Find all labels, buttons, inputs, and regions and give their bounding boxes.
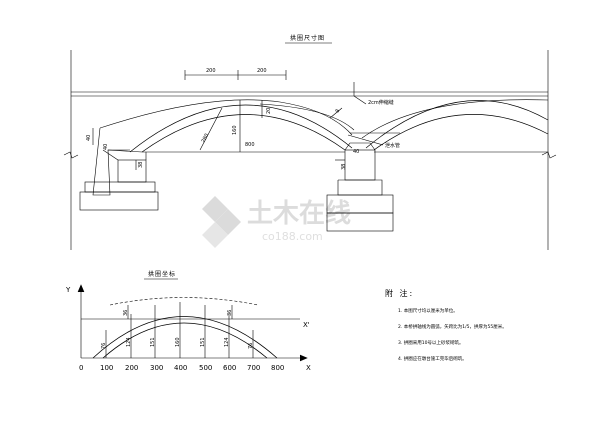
- dim-ring: 20: [266, 108, 272, 114]
- coordinate-title: 拱圈坐标: [148, 270, 176, 278]
- dim-span: 800: [245, 142, 255, 148]
- ordinate-value-4: 160: [175, 337, 181, 347]
- dim-right-38: 38: [341, 164, 347, 170]
- watermark-sub: co188.com: [262, 230, 323, 243]
- notes-heading: 附 注:: [385, 288, 414, 298]
- x-tick-labels: 0 100 200 300 400 500 600 700 800: [79, 364, 284, 372]
- upper-value-left: 36: [123, 310, 129, 316]
- axis-x-prime-label: X': [303, 321, 310, 329]
- ordinate-value-3: 151: [150, 337, 156, 347]
- elevation-view: 拱圈尺寸图 200 200 160 800 280: [63, 34, 557, 250]
- dim-top-left: 200: [206, 68, 216, 74]
- x-tick-600: 600: [223, 364, 236, 372]
- x-tick-300: 300: [150, 364, 163, 372]
- coordinate-view: 拱圈坐标 Y X X' 76 124 151 1: [65, 270, 311, 372]
- dim-left-pier-40: 40: [103, 144, 109, 150]
- dim-top-right: 200: [257, 68, 267, 74]
- x-tick-800: 800: [271, 364, 284, 372]
- note-item-1: 1. 本图尺寸均以厘米为单位。: [398, 307, 458, 314]
- x-tick-200: 200: [125, 364, 138, 372]
- watermark-logo-icon: [202, 196, 241, 248]
- x-tick-500: 500: [199, 364, 212, 372]
- x-tick-400: 400: [174, 364, 187, 372]
- axis-y-label: Y: [65, 286, 71, 294]
- x-tick-100: 100: [100, 364, 113, 372]
- x-tick-700: 700: [247, 364, 260, 372]
- note-item-4: 4. 拱圈应在墩台施工完毕后砌筑。: [398, 355, 467, 362]
- upper-value-right: 36: [227, 310, 233, 316]
- watermark: 土木在线 co188.com: [202, 196, 351, 248]
- axis-x-label: X: [306, 364, 311, 372]
- ordinate-value-6: 124: [224, 337, 230, 347]
- note-item-3: 3. 拱圈采用10号以上砂浆砌筑。: [398, 339, 463, 346]
- ordinate-lines: [105, 302, 254, 358]
- dim-rise: 160: [232, 125, 238, 135]
- watermark-main: 土木在线: [247, 199, 351, 229]
- dim-angle: 8: [335, 108, 342, 114]
- elevation-title: 拱圈尺寸图: [290, 34, 325, 42]
- dim-left-38: 38: [138, 162, 144, 168]
- notes-block: 附 注: 1. 本图尺寸均以厘米为单位。 2. 本桥拱轴线为圆弧，矢跨比为1/5…: [385, 288, 507, 362]
- label-drain-pipe: 泄水管: [385, 142, 400, 149]
- ordinate-value-1: 76: [101, 343, 107, 349]
- x-tick-0: 0: [79, 364, 83, 372]
- note-item-2: 2. 本桥拱轴线为圆弧，矢跨比为1/5，拱厚为55厘米。: [398, 323, 507, 330]
- dim-pier-top-40: 40: [353, 149, 359, 155]
- label-expansion-joint: 2cm伸缩缝: [368, 99, 394, 106]
- dim-left-40: 40: [86, 135, 92, 141]
- ordinate-value-7: 76: [248, 343, 254, 349]
- dim-radius: 280: [200, 133, 210, 144]
- ordinate-value-5: 151: [200, 337, 206, 347]
- ordinate-value-2: 124: [126, 337, 132, 347]
